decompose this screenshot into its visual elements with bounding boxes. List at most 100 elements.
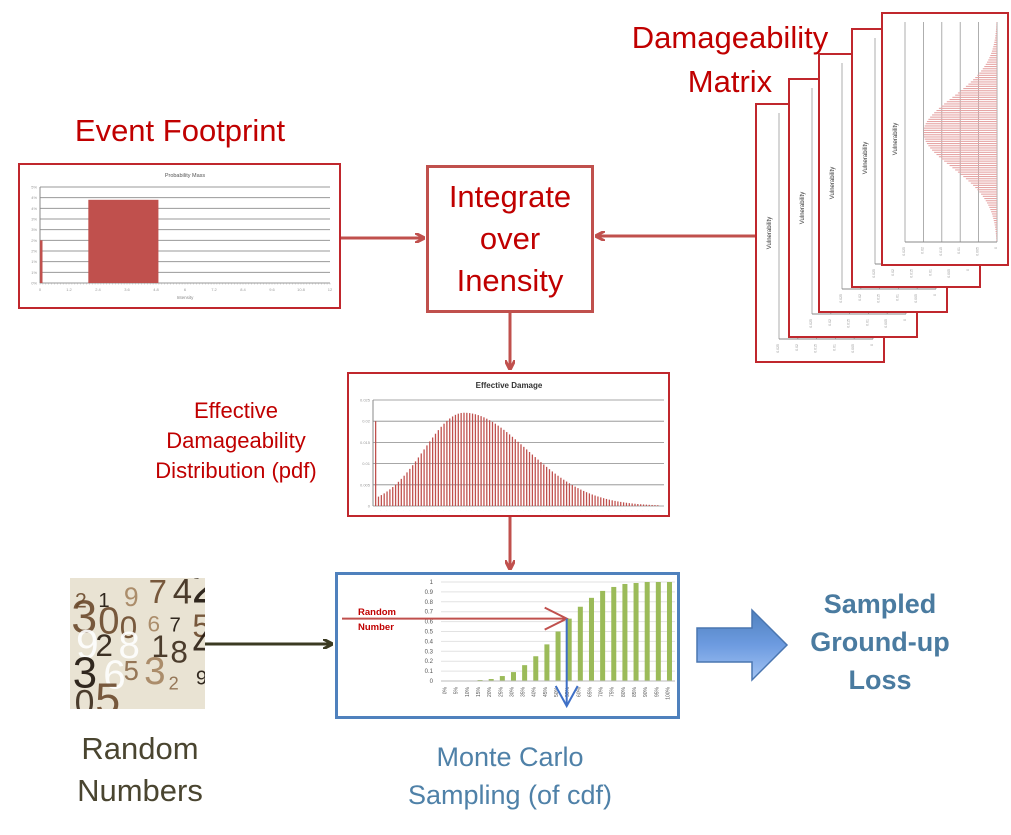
bar	[533, 656, 539, 681]
bar	[926, 121, 997, 123]
monte-carlo-line-1: Monte Carlo	[436, 742, 584, 772]
bar	[988, 59, 997, 61]
x-tick-label: ·	[420, 508, 421, 512]
x-tick-label: 8.4	[240, 287, 246, 292]
y-tick-label: 0.025	[839, 294, 843, 303]
bar	[471, 413, 474, 506]
bar	[40, 240, 43, 283]
bar	[577, 488, 579, 506]
x-tick-label: ·	[551, 508, 552, 512]
bar	[992, 215, 997, 217]
x-tick-label: ·	[397, 508, 398, 512]
y-tick-label: 0.015	[360, 440, 371, 445]
bar	[540, 462, 542, 506]
digit-glyph: 6	[103, 652, 125, 698]
y-tick-label: 0.1	[425, 669, 434, 675]
x-tick-label: ·	[563, 508, 564, 512]
y-tick-label: 0.01	[865, 319, 869, 326]
y-tick-label: 0.01	[957, 247, 961, 254]
bar	[594, 495, 596, 506]
bar	[637, 504, 639, 506]
bar	[996, 22, 997, 24]
x-tick-label: 6	[184, 287, 187, 292]
bar	[611, 500, 613, 506]
bar	[548, 469, 551, 506]
x-tick-label: ·	[631, 508, 632, 512]
bar	[981, 70, 997, 72]
bar	[987, 202, 997, 204]
x-tick-label: ·	[648, 508, 649, 512]
damageability-matrix-line-1: Damageability	[631, 20, 829, 55]
damageability-matrix-line-2: Matrix	[687, 64, 773, 99]
bar	[432, 437, 434, 506]
y-tick-label: 0.01	[928, 269, 932, 276]
bar	[960, 173, 997, 175]
monte-carlo-label: Monte Carlo Sampling (of cdf)	[360, 738, 660, 814]
y-tick-label: 0.015	[847, 319, 851, 328]
y-tick-label: 0.015	[910, 269, 914, 278]
bar	[544, 644, 550, 681]
bar	[995, 228, 997, 230]
bar	[605, 498, 608, 506]
random-number-annotation-line-2: Number	[358, 622, 394, 633]
y-tick-label: 0	[368, 504, 371, 509]
x-tick-label: 90%	[643, 686, 649, 697]
bar	[600, 590, 606, 681]
bar	[554, 473, 556, 506]
y-tick-label: 0.2	[425, 659, 434, 665]
bar	[654, 505, 656, 506]
x-tick-label: ·	[608, 508, 609, 512]
bar	[88, 199, 159, 283]
x-tick-label: 100%	[665, 686, 671, 699]
bar	[423, 449, 425, 506]
x-tick-label: ·	[449, 508, 450, 512]
y-tick-label: 2%	[31, 249, 37, 254]
sampled-ground-up-loss-label: Sampled Ground-up Loss	[775, 585, 985, 699]
y-tick-label: 0.01	[895, 294, 899, 301]
bar	[645, 504, 648, 506]
y-tick-label: 2%	[31, 238, 37, 243]
bar	[957, 92, 997, 94]
bar	[994, 41, 997, 43]
bar	[617, 501, 619, 506]
bar	[437, 430, 439, 506]
bar	[923, 132, 997, 134]
bar	[403, 475, 405, 506]
bar	[985, 63, 997, 65]
x-tick-label: 40%	[532, 686, 538, 697]
bar	[394, 484, 397, 506]
x-tick-label: ·	[585, 508, 586, 512]
bar	[977, 74, 997, 76]
bar	[506, 432, 508, 506]
vulnerability-title: Vulnerability	[767, 217, 773, 249]
bar	[503, 429, 505, 506]
bar	[996, 26, 997, 28]
x-tick-label: 60%	[576, 686, 582, 697]
x-tick-label: 35%	[521, 686, 527, 697]
x-tick-label: ·	[437, 508, 438, 512]
x-tick-label: ·	[637, 508, 638, 512]
sampled-line-2: Ground-up	[810, 627, 950, 657]
x-tick-label: ·	[591, 508, 592, 512]
y-tick-label: 0.4	[425, 639, 434, 645]
bar	[491, 421, 494, 506]
x-tick-label: ·	[625, 508, 626, 512]
bar	[952, 96, 997, 98]
x-tick-label: 9.6	[269, 287, 275, 292]
event-footprint-title: Event Footprint	[74, 113, 286, 148]
bar	[580, 489, 582, 506]
x-tick-label: ·	[489, 508, 490, 512]
bar	[993, 46, 997, 48]
bar	[923, 136, 997, 138]
bar	[936, 110, 997, 112]
y-tick-label: 0.015	[814, 344, 818, 353]
bar	[565, 481, 568, 506]
y-tick-label: 3%	[31, 217, 37, 222]
digit-glyph: 1	[152, 629, 169, 664]
bar	[620, 501, 622, 506]
bar	[655, 582, 661, 681]
x-tick-label: 80%	[621, 686, 627, 697]
